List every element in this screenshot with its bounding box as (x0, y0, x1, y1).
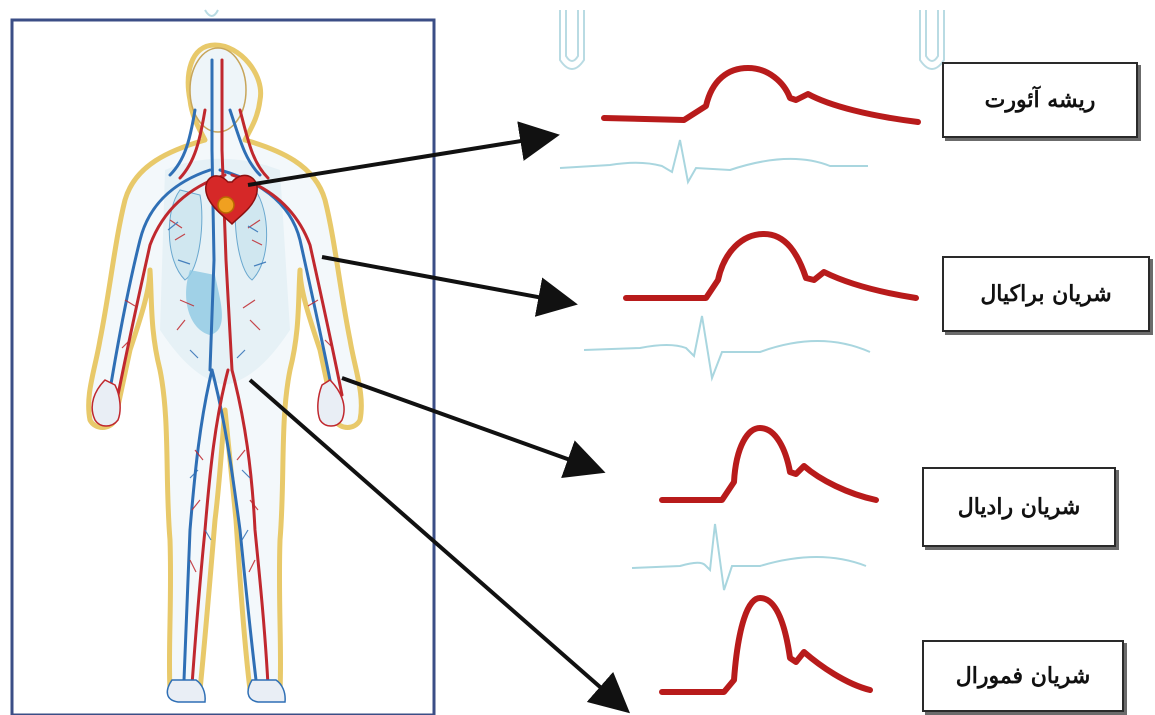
pulse-wave-femoral (662, 598, 870, 692)
left-foot (167, 680, 205, 702)
ecg-trace-brachial (584, 316, 870, 378)
right-foot (248, 680, 285, 702)
label-aortic-root: ریشه آئورت (942, 62, 1138, 138)
pulse-wave-brachial (626, 234, 916, 298)
pulse-wave-radial (662, 428, 876, 500)
ecg-trace-aorta (560, 140, 868, 182)
label-brachial-artery: شریان براکیال (942, 256, 1150, 332)
pulse-wave-aorta (604, 68, 918, 122)
label-femoral-artery: شریان فمورال (922, 640, 1124, 712)
ecg-trace-radial (632, 524, 866, 590)
head (190, 48, 246, 132)
ecg-traces (560, 140, 870, 590)
label-radial-artery: شریان رادیال (922, 467, 1116, 547)
